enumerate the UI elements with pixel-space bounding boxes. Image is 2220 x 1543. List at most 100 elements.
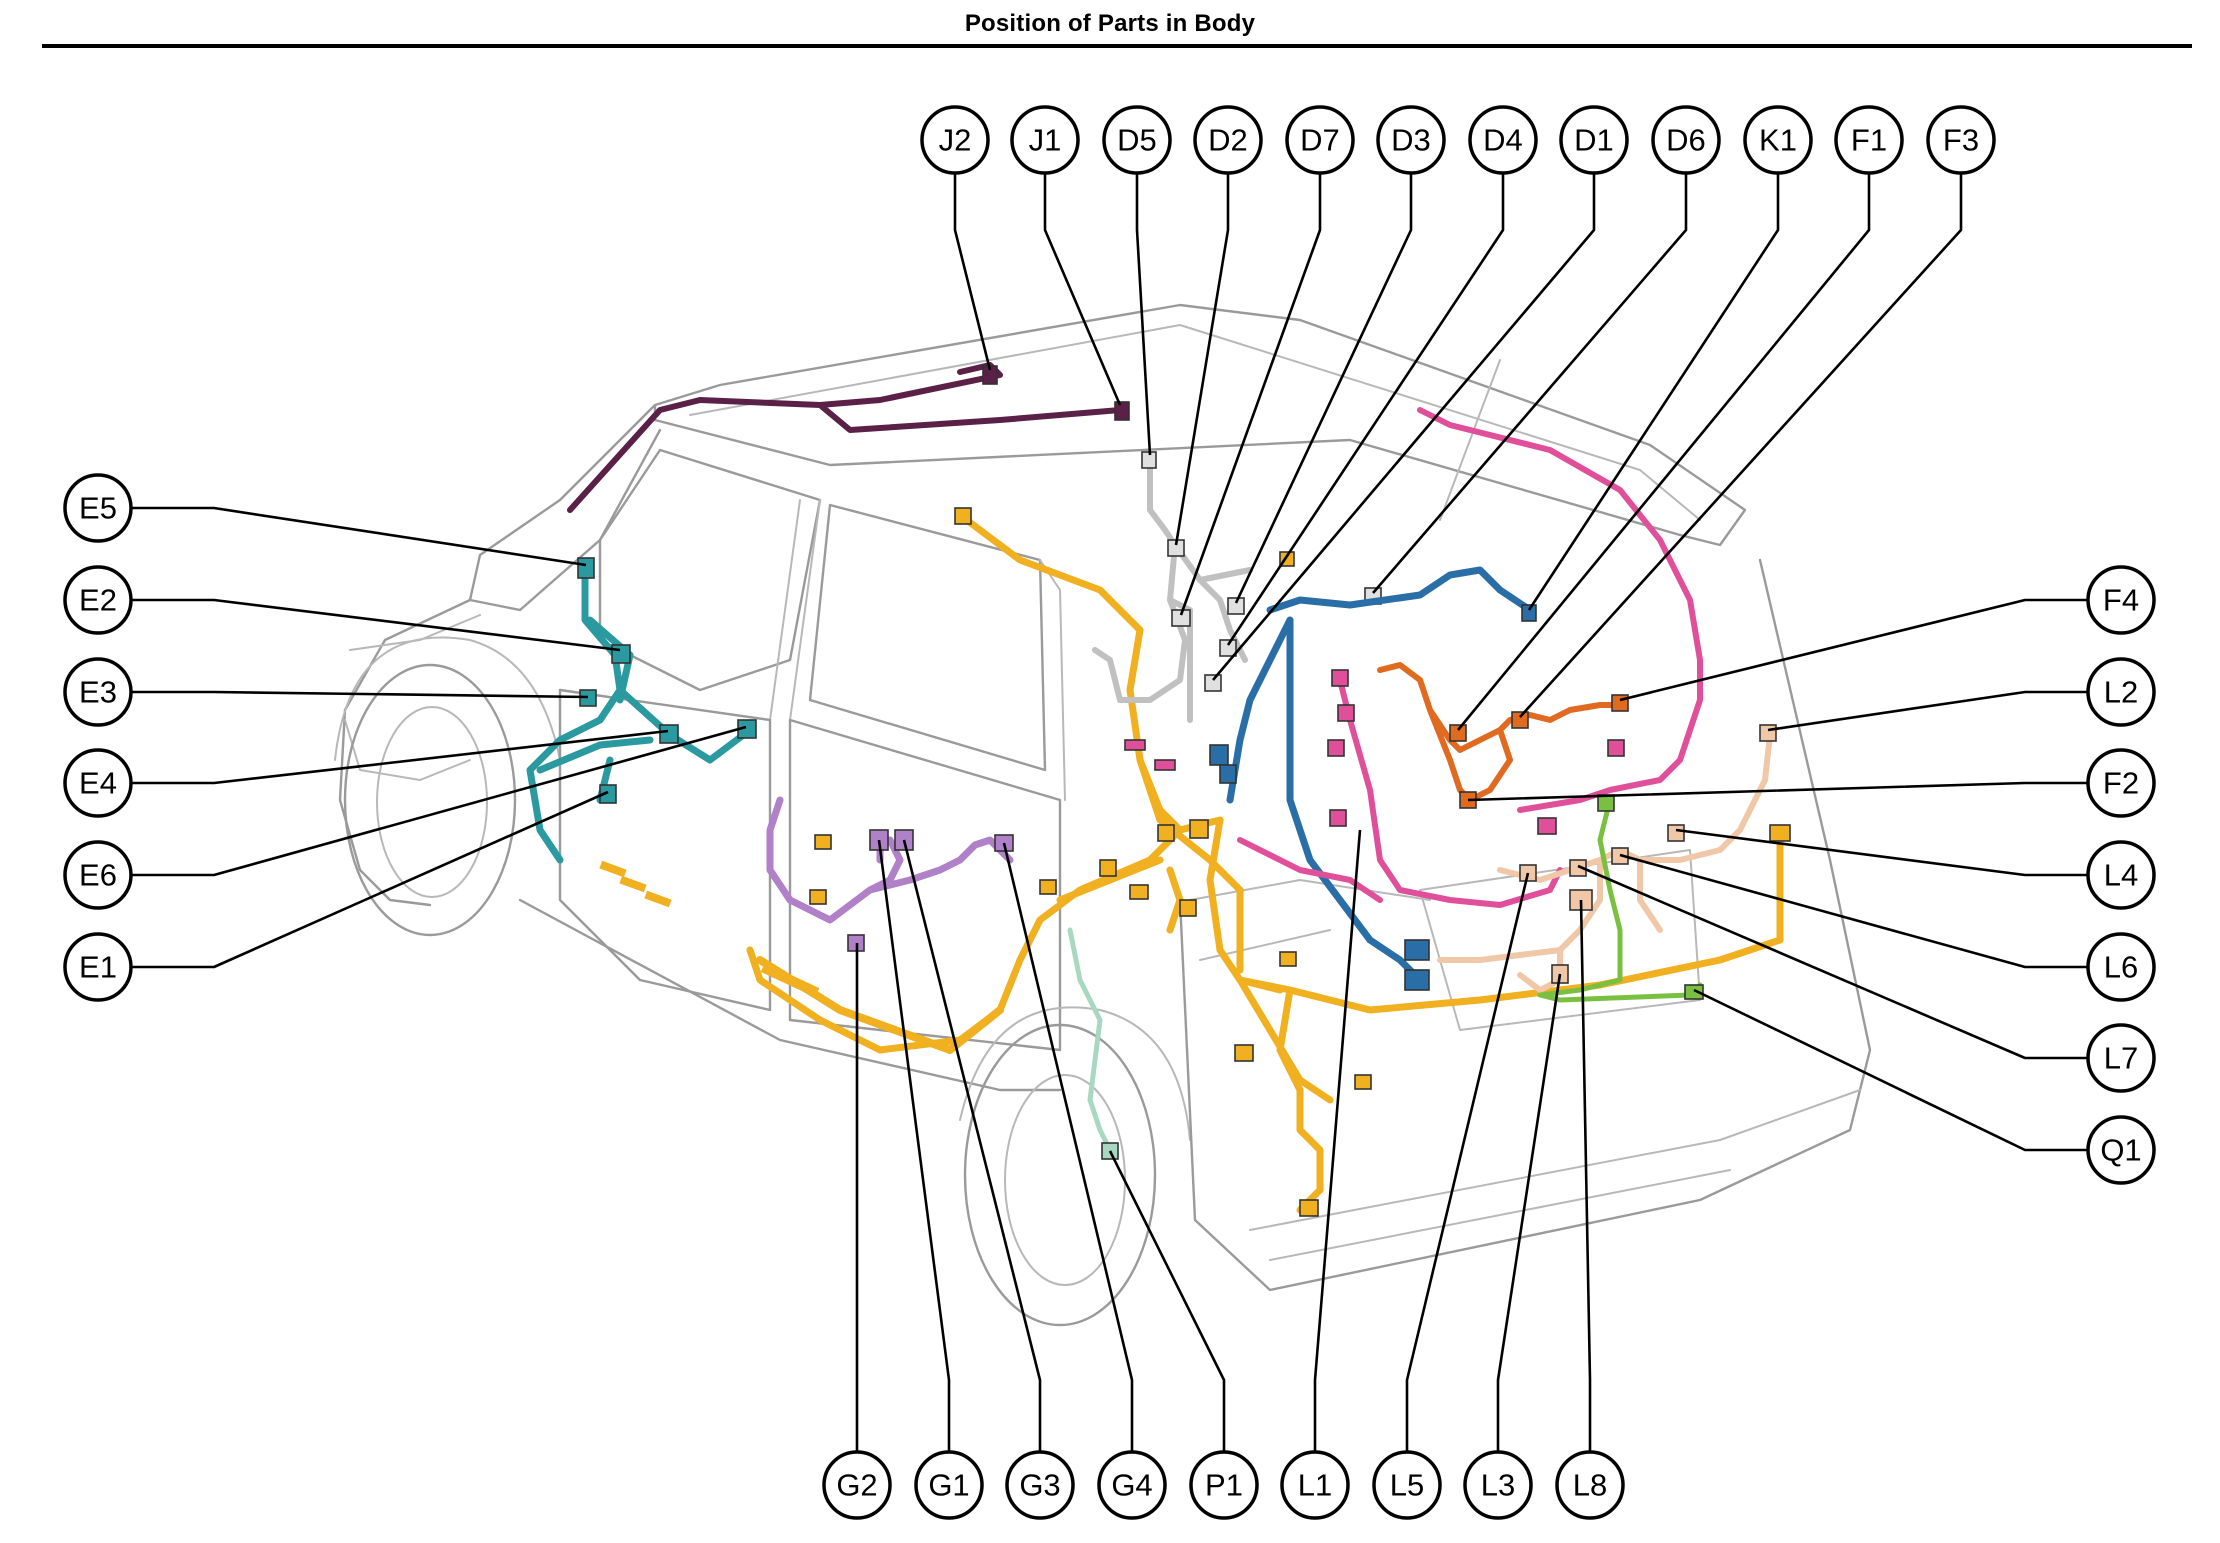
- svg-text:D2: D2: [1208, 123, 1248, 158]
- svg-text:D7: D7: [1300, 123, 1340, 158]
- svg-text:D1: D1: [1574, 123, 1614, 158]
- svg-text:D6: D6: [1666, 123, 1706, 158]
- svg-text:E3: E3: [79, 675, 117, 710]
- svg-text:F1: F1: [1851, 123, 1887, 158]
- callout-g1: G1: [914, 1450, 984, 1520]
- connector-d7: [1171, 609, 1191, 627]
- callout-d7: D7: [1285, 105, 1355, 175]
- svg-text:F4: F4: [2103, 583, 2139, 618]
- connector-pink-6: [1607, 739, 1625, 757]
- callouts-left: E5 E2 E3 E4 E6 E1: [63, 473, 133, 1002]
- vehicle-body-outline: [334, 303, 1872, 1327]
- leader-e4: [131, 729, 669, 785]
- svg-text:L4: L4: [2104, 858, 2138, 893]
- leader-d5: [1135, 164, 1152, 456]
- purple-harness: [766, 796, 1014, 924]
- svg-text:E6: E6: [79, 858, 117, 893]
- callout-e4: E4: [63, 748, 133, 818]
- floor-marker-3: [644, 890, 672, 908]
- blue-harness: [1226, 566, 1534, 984]
- svg-text:D5: D5: [1117, 123, 1157, 158]
- connector-pink-dash-2: [1154, 759, 1176, 771]
- leader-d4: [1226, 164, 1505, 646]
- mint-harness: [1067, 927, 1113, 1153]
- leader-l6: [1619, 853, 2088, 969]
- connector-yellow-4: [1157, 824, 1175, 842]
- leader-d7: [1179, 164, 1322, 616]
- rear-wheel-outer: [963, 1023, 1157, 1327]
- floor-markers: [599, 860, 820, 998]
- connector-blue-4: [1219, 764, 1237, 784]
- svg-text:F2: F2: [2103, 766, 2139, 801]
- callout-l2: L2: [2086, 657, 2156, 727]
- connector-pink-1: [1331, 669, 1349, 687]
- connector-yellow-8: [1234, 1044, 1254, 1062]
- connector-pink-dash-1: [1124, 739, 1146, 751]
- floor-marker-2: [619, 875, 647, 893]
- leader-e5: [131, 506, 587, 567]
- orange-harness: [1377, 662, 1623, 803]
- svg-text:F3: F3: [1943, 123, 1979, 158]
- leader-j1: [1043, 164, 1122, 406]
- callouts-right: F4 L2 F2 L4 L6 L7 Q1: [2086, 565, 2156, 1185]
- callout-e3: E3: [63, 657, 133, 727]
- svg-text:G2: G2: [836, 1468, 877, 1503]
- callout-d6: D6: [1651, 105, 1721, 175]
- connector-l7: [1569, 859, 1587, 877]
- roof-outline: [653, 303, 1747, 547]
- svg-text:L5: L5: [1390, 1468, 1424, 1503]
- leader-f3: [1519, 164, 1963, 718]
- leader-j2: [953, 164, 992, 371]
- connector-yellow-13: [809, 889, 827, 905]
- connector-pink-3: [1327, 739, 1345, 757]
- connector-pink-5: [1537, 817, 1557, 835]
- connector-yellow-15: [1099, 859, 1117, 877]
- connector-pink-2: [1337, 704, 1355, 722]
- svg-text:J1: J1: [1029, 123, 1062, 158]
- svg-text:E2: E2: [79, 583, 117, 618]
- rear-wheel-inner: [1004, 1074, 1126, 1286]
- connector-l4: [1667, 824, 1685, 842]
- callout-l8: L8: [1555, 1450, 1625, 1520]
- connector-d4: [1219, 639, 1237, 657]
- connector-e5: [577, 557, 595, 579]
- callout-l7: L7: [2086, 1023, 2156, 1093]
- rear-quarter: [1178, 558, 1872, 1292]
- front-wheel-outer: [343, 663, 517, 937]
- svg-text:J2: J2: [939, 123, 972, 158]
- callout-d3: D3: [1376, 105, 1446, 175]
- svg-text:E5: E5: [79, 491, 117, 526]
- leader-l3: [1496, 973, 1562, 1452]
- leader-k1: [1527, 164, 1780, 611]
- callout-j1: J1: [1010, 105, 1080, 175]
- leader-lines: [131, 164, 2088, 1452]
- rear-door-outline: [788, 718, 1062, 1052]
- leader-l1: [1313, 829, 1362, 1452]
- callout-k1: K1: [1743, 105, 1813, 175]
- page-title: Position of Parts in Body: [964, 10, 1256, 37]
- connector-yellow-3: [1189, 819, 1209, 839]
- yellow-connectors: [809, 507, 1791, 1217]
- cargo-floor: [1189, 879, 1431, 961]
- connector-l2: [1759, 724, 1777, 742]
- svg-text:G1: G1: [928, 1468, 969, 1503]
- title-rule: [42, 44, 2192, 48]
- connector-yellow-7: [1279, 951, 1297, 967]
- floor-marker-1: [599, 860, 627, 878]
- callout-l5: L5: [1372, 1450, 1442, 1520]
- connector-f3: [1511, 711, 1529, 729]
- callout-l4: L4: [2086, 840, 2156, 910]
- svg-text:E1: E1: [79, 950, 117, 985]
- leader-g4: [1002, 842, 1134, 1452]
- callout-e2: E2: [63, 565, 133, 635]
- connector-d1: [1204, 674, 1222, 692]
- callout-f3: F3: [1926, 105, 1996, 175]
- leader-e1: [131, 790, 609, 969]
- svg-text:L3: L3: [1481, 1468, 1515, 1503]
- leader-f4: [1619, 598, 2088, 702]
- front-teal-harness: [526, 566, 754, 864]
- leader-d3: [1234, 164, 1413, 604]
- svg-text:D4: D4: [1483, 123, 1523, 158]
- svg-text:E4: E4: [79, 766, 117, 801]
- callout-e5: E5: [63, 473, 133, 543]
